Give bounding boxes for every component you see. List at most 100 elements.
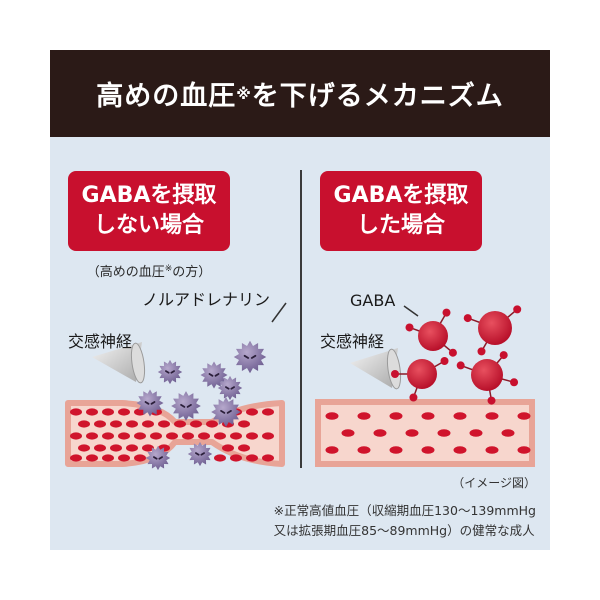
red-blood-cell [262, 432, 274, 440]
red-blood-cell [262, 408, 274, 416]
red-blood-cell [142, 420, 154, 428]
red-blood-cell [421, 446, 435, 454]
title-footnote-mark: ※ [236, 84, 252, 103]
with-gaba-box: GABAを摂取 した場合 [320, 171, 482, 251]
red-blood-cell [166, 432, 178, 440]
red-blood-cell [262, 454, 274, 462]
red-blood-cell [102, 408, 114, 416]
red-blood-cell [94, 420, 106, 428]
red-blood-cell [158, 420, 170, 428]
red-blood-cell [517, 412, 531, 420]
red-blood-cell [70, 408, 82, 416]
panel-divider [300, 170, 302, 468]
red-blood-cell [182, 432, 194, 440]
red-blood-cell [230, 432, 242, 440]
noradrenaline-molecule [200, 361, 228, 389]
red-blood-cell [222, 444, 234, 452]
red-blood-cell [126, 444, 138, 452]
note-pre: （高めの血圧 [86, 265, 165, 280]
with-gaba-line1: GABAを摂取 [333, 183, 469, 208]
nerve-ending-right [350, 348, 402, 390]
sympathetic-nerve-label-left: 交感神経 [68, 332, 133, 351]
red-blood-cell [421, 412, 435, 420]
red-blood-cell [126, 420, 138, 428]
red-blood-cell [501, 429, 515, 437]
noradrenaline-molecule [187, 441, 213, 467]
red-blood-cell [94, 444, 106, 452]
noradrenaline-molecule [217, 375, 243, 401]
red-blood-cell [110, 420, 122, 428]
red-blood-cell [389, 446, 403, 454]
note-post: の方） [172, 265, 212, 280]
red-blood-cell [517, 446, 531, 454]
note-footnote-mark: ※ [164, 264, 173, 274]
red-blood-cell [86, 408, 98, 416]
red-blood-cell [357, 446, 371, 454]
noradrenaline-molecule [136, 389, 164, 417]
gaba-molecule [456, 351, 519, 405]
gaba-molecule [463, 305, 522, 356]
red-blood-cell [357, 412, 371, 420]
red-blood-cell [246, 432, 258, 440]
red-blood-cell [325, 446, 339, 454]
left-condition-note: （高めの血圧※の方） [68, 261, 230, 280]
red-blood-cell [206, 420, 218, 428]
illustration [65, 302, 535, 471]
with-gaba-line2: した場合 [356, 213, 445, 238]
nerve-ending-left [92, 342, 146, 384]
red-blood-cell [70, 454, 82, 462]
gaba-molecule [405, 308, 457, 357]
red-blood-cell [238, 444, 250, 452]
footnote-line2: 又は拡張期血圧85～89mmHg）の健常な成人 [273, 523, 535, 538]
noradrenaline-molecule [211, 397, 241, 427]
red-blood-cell [102, 432, 114, 440]
mechanism-infographic: 高めの血圧※を下げるメカニズム [50, 50, 550, 550]
red-blood-cell [485, 412, 499, 420]
without-gaba-box: GABAを摂取 しない場合 [68, 171, 230, 251]
footnote: ※正常高値血圧（収縮期血圧130～139mmHg 又は拡張期血圧85～89mmH… [274, 501, 536, 541]
title-text-post: を下げるメカニズム [251, 81, 504, 112]
noradrenaline-molecule [145, 445, 171, 471]
without-gaba-line1: GABAを摂取 [81, 183, 217, 208]
red-blood-cell [134, 432, 146, 440]
red-blood-cell [214, 432, 226, 440]
red-blood-cell [190, 420, 202, 428]
red-blood-cell [238, 420, 250, 428]
red-blood-cell [118, 432, 130, 440]
red-blood-cell [78, 444, 90, 452]
red-blood-cell [118, 408, 130, 416]
noradrenaline-molecule [157, 359, 183, 385]
red-blood-cell [246, 408, 258, 416]
footnote-line1: ※正常高値血圧（収縮期血圧130～139mmHg [273, 503, 536, 518]
red-blood-cells-flowing [325, 412, 531, 454]
title-banner: 高めの血圧※を下げるメカニズム [50, 50, 550, 137]
gaba-pointer [403, 305, 419, 317]
red-blood-cell [453, 412, 467, 420]
red-blood-cell [70, 432, 82, 440]
sympathetic-nerve-label-right: 交感神経 [320, 332, 385, 351]
red-blood-cell [86, 454, 98, 462]
noradrenaline-molecule [171, 391, 201, 421]
red-blood-cell [134, 454, 146, 462]
gaba-label: GABA [350, 291, 396, 310]
red-blood-cell [142, 444, 154, 452]
red-blood-cell [246, 454, 258, 462]
red-blood-cell [389, 412, 403, 420]
red-blood-cell [230, 454, 242, 462]
red-blood-cell [198, 432, 210, 440]
red-blood-cell [437, 429, 451, 437]
red-blood-cell [118, 454, 130, 462]
title-text-pre: 高めの血圧 [96, 81, 237, 112]
noradrenaline-molecule [233, 340, 267, 374]
red-blood-cell [485, 446, 499, 454]
red-blood-cell [469, 429, 483, 437]
gaba-molecule [391, 357, 449, 402]
red-blood-cells-crowded [70, 408, 274, 462]
red-blood-cell [405, 429, 419, 437]
noradrenaline-label: ノルアドレナリン [142, 290, 271, 309]
red-blood-cell [78, 420, 90, 428]
red-blood-cell [214, 454, 226, 462]
red-blood-cell [134, 408, 146, 416]
red-blood-cell [150, 432, 162, 440]
red-blood-cell [453, 446, 467, 454]
